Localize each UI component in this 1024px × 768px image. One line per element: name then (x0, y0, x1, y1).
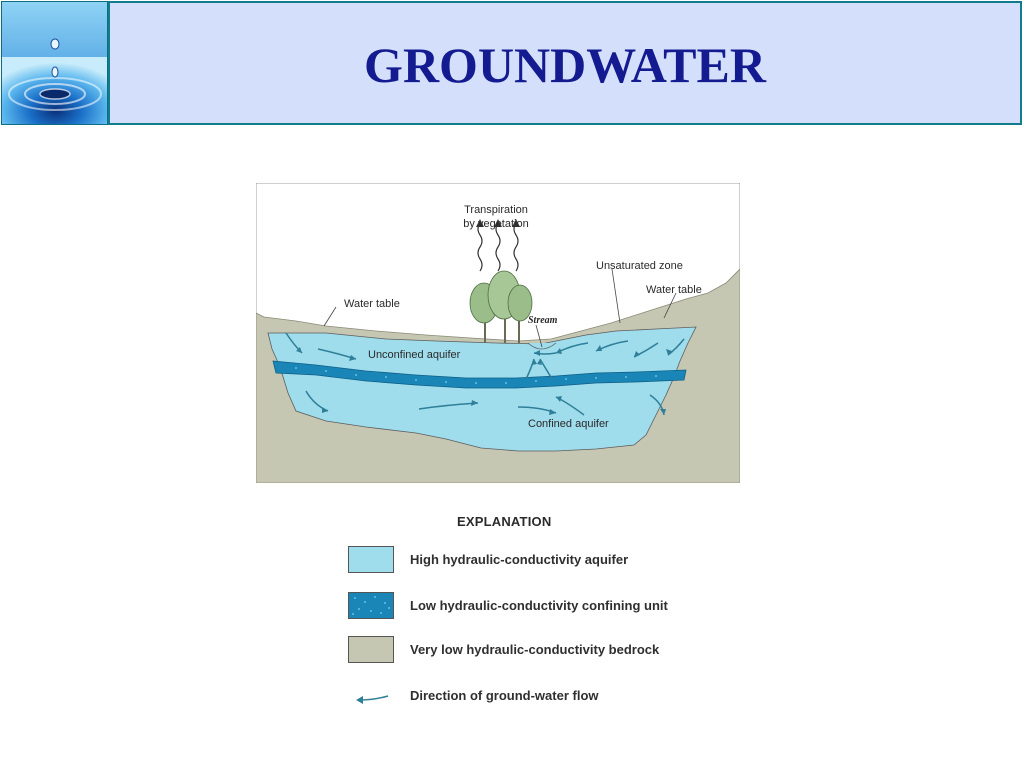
legend-label: Very low hydraulic-conductivity bedrock (410, 642, 660, 657)
label-water-table-right: Water table (646, 284, 702, 296)
transpiration-arrows (477, 222, 519, 272)
water-drop-icon (2, 2, 107, 124)
tree-icon (469, 270, 533, 343)
dot-pattern-icon (352, 596, 390, 615)
leader-lines (323, 268, 677, 348)
label-unconfined-aquifer: Unconfined aquifer (368, 349, 461, 361)
flow-arrowheads (296, 345, 672, 415)
label-unsaturated-zone: Unsaturated zone (596, 260, 683, 272)
label-transpiration-2: by vegetation (463, 218, 528, 230)
flow-arrow-icon (356, 695, 389, 704)
legend-item-flow-direction: Direction of ground-water flow (348, 686, 738, 716)
slide-header: GROUNDWATER (0, 0, 1024, 127)
label-confined-aquifer: Confined aquifer (528, 418, 609, 430)
legend-title: EXPLANATION (457, 514, 552, 529)
label-stream: Stream (528, 315, 558, 326)
legend-item-bedrock: Very low hydraulic-conductivity bedrock (348, 636, 738, 666)
aquifer-swatch (348, 546, 394, 573)
transpiration-arrowheads (476, 219, 520, 227)
legend-label: High hydraulic-conductivity aquifer (410, 552, 629, 567)
legend: EXPLANATION High hydraulic-conductivity … (340, 510, 740, 710)
label-transpiration-1: Transpiration (464, 204, 528, 216)
water-drop-logo (1, 1, 108, 125)
legend-label: Low hydraulic-conductivity confining uni… (410, 598, 668, 613)
confining-unit-swatch (348, 592, 394, 619)
groundwater-cross-section: Transpiration by vegetation Unsaturated … (256, 183, 740, 483)
confining-unit (272, 360, 687, 389)
label-water-table-left: Water table (344, 298, 400, 310)
legend-item-aquifer: High hydraulic-conductivity aquifer (348, 546, 738, 576)
legend-item-confining-unit: Low hydraulic-conductivity confining uni… (348, 592, 738, 622)
bedrock-swatch (348, 636, 394, 663)
legend-label: Direction of ground-water flow (410, 688, 599, 703)
confining-unit-dots (295, 367, 657, 384)
slide-title: GROUNDWATER (364, 37, 766, 93)
title-box: GROUNDWATER (108, 1, 1022, 125)
